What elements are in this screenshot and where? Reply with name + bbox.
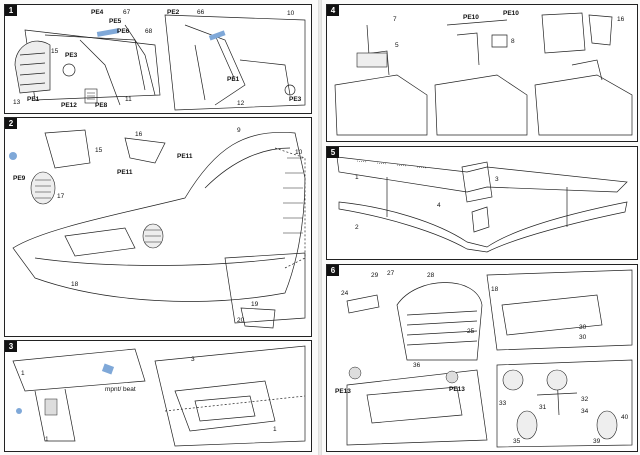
step-2-number: 2 [5, 118, 17, 129]
label-20: 20 [237, 317, 245, 324]
label-pe6: PE6 [117, 28, 130, 35]
label-30-b: 30 [579, 334, 587, 341]
label-12: 12 [237, 100, 245, 107]
label-pe10-a: PE10 [463, 14, 479, 21]
step-6-number: 6 [327, 265, 339, 276]
label-pe2: PE2 [167, 9, 180, 16]
label-pe11-b: PE11 [117, 169, 133, 176]
step-3-drawing [12, 345, 306, 447]
label-17: 17 [57, 193, 65, 200]
label-pe13-b: PE13 [449, 386, 465, 393]
label-mpnt-beat: mpnt/ beat [105, 386, 136, 393]
label-16: 16 [617, 16, 625, 23]
left-page: 1 PE4 67 PE5 PE6 68 PE2 66 [0, 0, 318, 455]
label-pe8: PE8 [95, 102, 108, 109]
label-pe13-a: PE13 [335, 388, 351, 395]
label-pe1-a: PE1 [27, 96, 40, 103]
label-10: 10 [287, 10, 295, 17]
label-pe10-b: PE10 [503, 10, 519, 17]
step-5-drawing [336, 156, 628, 253]
label-18: 18 [71, 281, 79, 288]
label-3: 3 [191, 356, 195, 363]
label-35: 35 [513, 438, 521, 445]
label-2: 2 [355, 224, 359, 231]
step-4-number: 4 [327, 5, 339, 16]
step-3-panel: 3 1 mpnt/ beat 3 1 1 [4, 340, 312, 452]
label-pe4: PE4 [91, 9, 104, 16]
label-30-a: 30 [579, 324, 587, 331]
label-pe12: PE12 [61, 102, 77, 109]
step-5-panel: 5 1 2 4 3 [326, 146, 638, 260]
label-67: 67 [123, 9, 131, 16]
step-4-panel: 4 7 5 PE10 PE10 8 16 [326, 4, 638, 142]
label-1-b: 1 [45, 436, 49, 443]
label-34: 34 [581, 408, 589, 415]
step-6-drawing [346, 269, 633, 448]
label-68: 68 [145, 28, 153, 35]
label-1-a: 1 [21, 370, 25, 377]
label-5: 5 [395, 42, 399, 49]
label-pe9: PE9 [13, 175, 26, 182]
label-28: 28 [427, 272, 435, 279]
label-pe1-b: PE1 [227, 76, 240, 83]
label-1-c: 1 [273, 426, 277, 433]
label-18: 18 [491, 286, 499, 293]
label-15: 15 [95, 147, 103, 154]
right-page: 4 7 5 PE10 PE10 8 16 5 [322, 0, 640, 455]
label-33: 33 [499, 400, 507, 407]
label-13: 13 [13, 99, 21, 106]
label-10: 10 [295, 149, 303, 156]
step-3-number: 3 [5, 341, 17, 352]
label-pe3: PE3 [65, 52, 78, 59]
label-1: 1 [355, 174, 359, 181]
label-31: 31 [539, 404, 547, 411]
label-7: 7 [393, 16, 397, 23]
label-27: 27 [387, 270, 395, 277]
label-15: 15 [51, 48, 59, 55]
page-gutter [318, 0, 322, 455]
label-4: 4 [437, 202, 441, 209]
step-2-panel: 2 [4, 117, 312, 337]
label-29: 29 [371, 272, 379, 279]
step-4-drawing [334, 12, 633, 136]
label-40: 40 [621, 414, 629, 421]
step-1-number: 1 [5, 5, 17, 16]
step-5-number: 5 [327, 147, 339, 158]
label-pe11-a: PE11 [177, 153, 193, 160]
label-pe3-b: PE3 [289, 96, 302, 103]
label-19: 19 [251, 301, 259, 308]
label-24: 24 [341, 290, 349, 297]
step-1-drawing [14, 14, 306, 111]
label-66: 66 [197, 9, 205, 16]
label-11: 11 [125, 96, 132, 103]
label-39: 39 [593, 438, 601, 445]
label-9: 9 [237, 127, 241, 134]
label-pe5: PE5 [109, 18, 122, 25]
label-3: 3 [495, 176, 499, 183]
step-6-panel: 6 29 27 28 24 25 [326, 264, 638, 452]
step-1-panel: 1 PE4 67 PE5 PE6 68 PE2 66 [4, 4, 312, 114]
label-8: 8 [511, 38, 515, 45]
label-25: 25 [467, 328, 475, 335]
step-2-drawing [9, 129, 306, 329]
label-32: 32 [581, 396, 589, 403]
label-36: 36 [413, 362, 421, 369]
label-16: 16 [135, 131, 143, 138]
